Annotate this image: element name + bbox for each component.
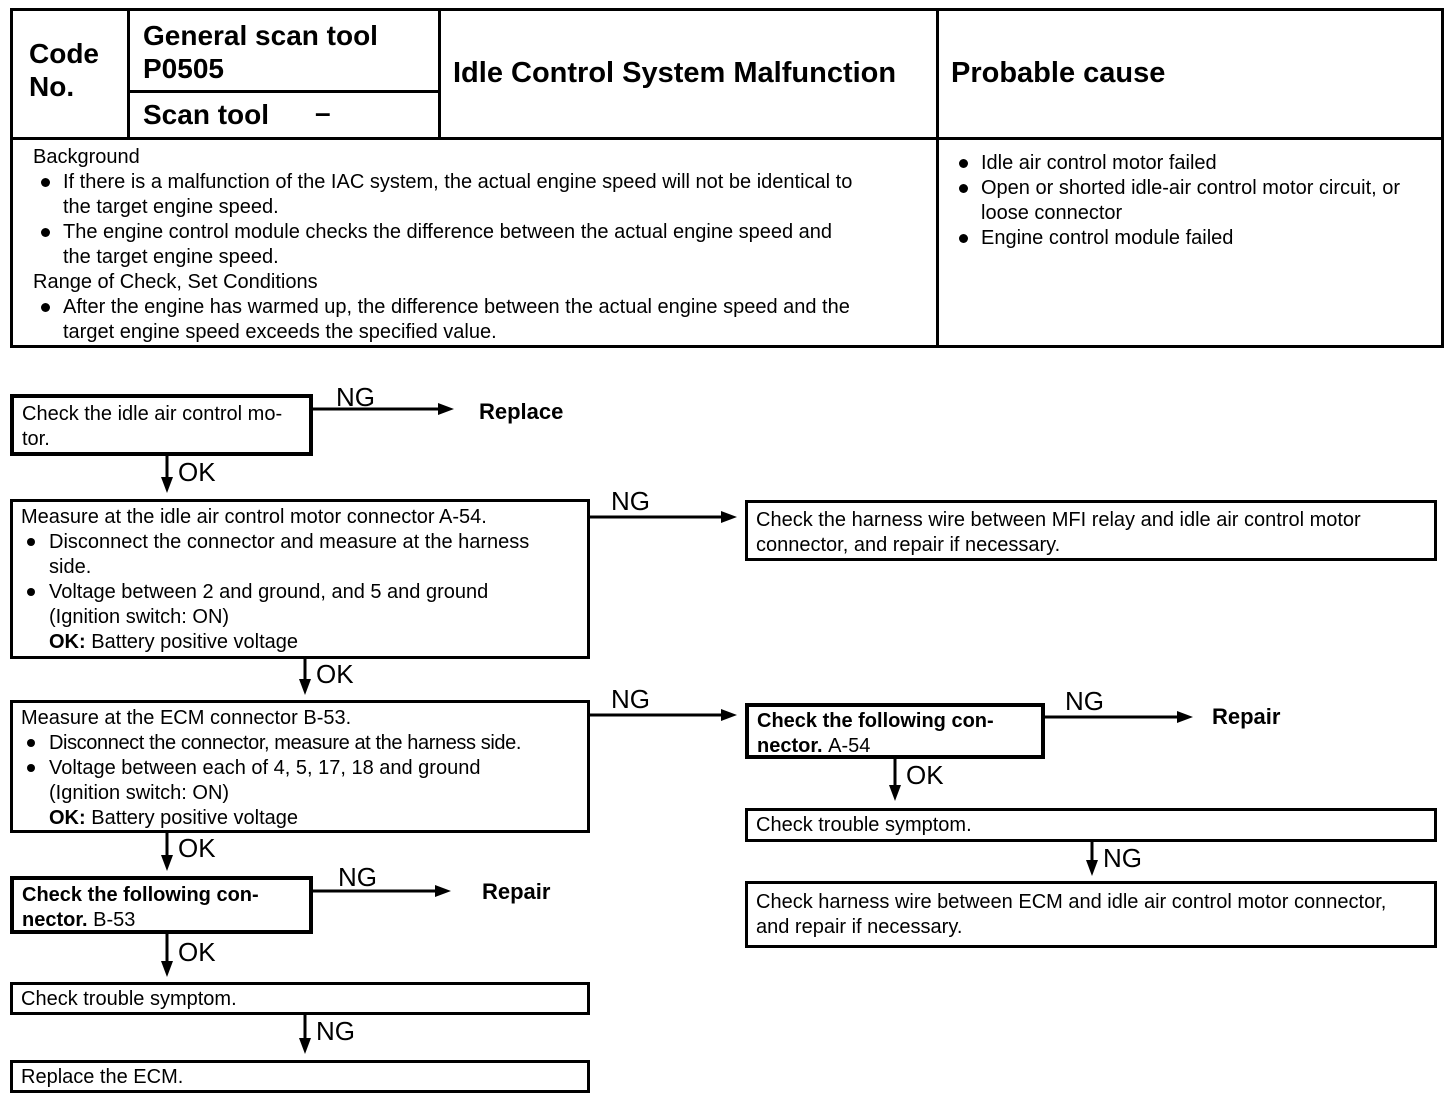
connector-code: A-54 [828,735,871,757]
ok-label: OK [178,833,216,863]
ok-label: OK [178,457,216,487]
ng-label: NG [1065,686,1104,716]
repair-label: Repair [482,879,551,904]
flow-box-harness-ecm: Check harness wire between ECM and idle … [745,881,1437,948]
flow-box-replace-ecm: Replace the ECM. [10,1060,590,1093]
box-title: Measure at the ECM connector B-53. [21,707,352,729]
ng-label: NG [316,1016,355,1046]
general-scan-tool-value: P0505 [143,53,224,84]
background-item: If there is a malfunction of the IAC sys… [33,170,863,220]
table-divider [438,11,441,140]
bullet-icon [27,764,35,772]
bullet-icon [41,178,50,187]
table-divider [13,137,1441,140]
connector-code: B-53 [93,909,136,931]
ng-label: NG [338,862,377,892]
flow-box-conn-a54: Check the following con- nector. A-54 [745,703,1045,759]
flow-box-trouble-symptom-left: Check trouble symptom. [10,982,590,1015]
probable-cause-header: Probable cause [951,57,1166,89]
general-scan-tool-label: General scan tool [143,20,378,51]
dtc-header-table: Code No. General scan tool P0505 Scan to… [10,8,1444,348]
flow-box-harness-mfi: Check the harness wire between MFI relay… [745,500,1437,561]
bullet-icon [27,739,35,747]
ng-label: NG [1103,843,1142,873]
ok-label: OK [316,659,354,689]
replace-label: Replace [479,399,564,424]
bullet-icon [27,538,35,546]
bullet-icon [959,159,968,168]
scan-tool-value: – [315,97,331,128]
probable-cause-item: Idle air control motor failed [951,151,1443,176]
ng-label: NG [611,684,650,714]
ok-label: OK [906,760,944,790]
probable-cause-item: Engine control module failed [951,226,1443,251]
ng-label: NG [611,486,650,516]
dtc-title: Idle Control System Malfunction [453,57,897,89]
range-heading: Range of Check, Set Conditions [33,271,318,293]
range-item: After the engine has warmed up, the diff… [33,295,863,345]
bullet-icon [959,184,968,193]
probable-cause-item: Open or shorted idle-air control motor c… [951,176,1443,226]
table-divider [127,11,130,140]
table-divider [936,11,939,345]
ok-label: OK [178,937,216,967]
flow-box-measure-a54: Measure at the idle air control motor co… [10,499,590,659]
table-divider [127,90,441,93]
flow-box-check-iac-motor: Check the idle air control mo- tor. [10,394,313,456]
repair-label: Repair [1212,704,1281,729]
background-heading: Background [33,146,140,168]
flow-box-measure-b53: Measure at the ECM connector B-53. Disco… [10,700,590,833]
background-item: The engine control module checks the dif… [33,220,863,270]
probable-cause-cell: Idle air control motor failed Open or sh… [951,151,1443,251]
flow-box-trouble-symptom-right: Check trouble symptom. [745,808,1437,842]
bullet-icon [27,588,35,596]
scan-tool-label: Scan tool [143,99,270,130]
bullet-icon [959,234,968,243]
flow-box-conn-b53: Check the following con- nector. B-53 [10,876,313,934]
code-no-header: Code No. [29,38,99,102]
bullet-icon [41,303,50,312]
background-cell: Background If there is a malfunction of … [33,145,863,345]
box-title: Measure at the idle air control motor co… [21,506,487,528]
bullet-icon [41,228,50,237]
ng-label: NG [336,382,375,412]
